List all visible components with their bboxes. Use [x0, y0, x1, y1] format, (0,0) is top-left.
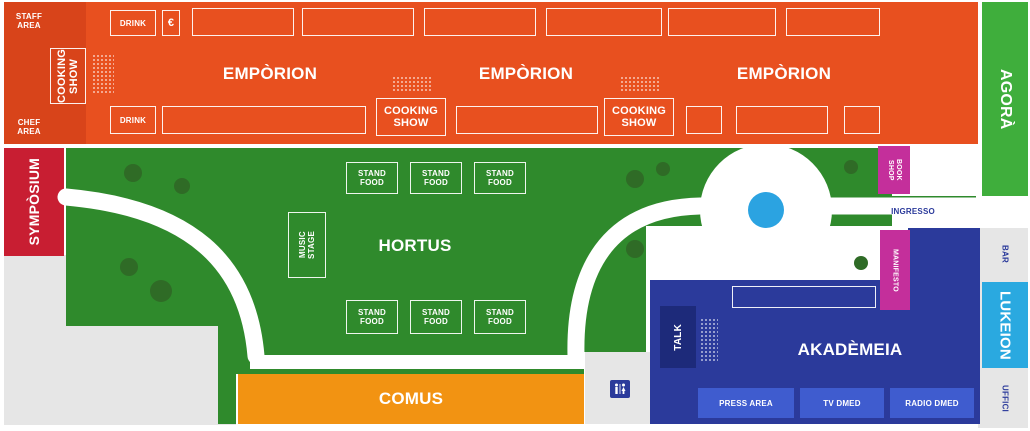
- agora-label: AGORÀ: [997, 68, 1014, 130]
- book-shop-label: BOOK SHOP: [887, 159, 902, 181]
- stand-food-label: STAND FOOD: [358, 308, 386, 326]
- stand-food-label: STAND FOOD: [486, 308, 514, 326]
- restroom-icon[interactable]: [610, 380, 630, 398]
- cooking-show-stage[interactable]: COOKING SHOW: [604, 98, 674, 136]
- tree-icon: [844, 160, 858, 174]
- restroom-icon-glyph: [615, 383, 626, 394]
- lukeion-area[interactable]: LUKEION: [982, 282, 1028, 368]
- emporion-title: EMPÒRION: [736, 64, 832, 83]
- staff-chef-strip: [4, 2, 86, 144]
- tree-icon: [626, 240, 644, 258]
- fountain: [748, 192, 784, 228]
- seating-dots: [700, 318, 718, 362]
- manifesto-label: MANIFESTO: [891, 248, 899, 292]
- seating-dots: [92, 54, 114, 94]
- emporion-title: EMPÒRION: [478, 64, 574, 83]
- cooking-show-vertical[interactable]: COOKING SHOW: [50, 48, 86, 104]
- tree-icon: [854, 256, 868, 270]
- akademeia-label: AKADÈMEIA: [797, 340, 903, 359]
- cooking-show-label: COOKING SHOW: [612, 105, 666, 129]
- akademeia-top: [908, 228, 980, 284]
- drink-stall-top[interactable]: DRINK: [110, 10, 156, 36]
- press-area-button[interactable]: PRESS AREA: [698, 388, 794, 418]
- stall[interactable]: [686, 106, 722, 134]
- seating-dots: [620, 76, 660, 92]
- stall[interactable]: [456, 106, 598, 134]
- drink-stall-bottom[interactable]: DRINK: [110, 106, 156, 134]
- bar-area[interactable]: BAR: [982, 232, 1028, 276]
- stand-food[interactable]: STAND FOOD: [346, 162, 398, 194]
- talk-label: TALK: [672, 323, 684, 351]
- akademeia-screen[interactable]: [732, 286, 876, 308]
- stand-food[interactable]: STAND FOOD: [474, 300, 526, 334]
- seating-dots: [392, 76, 432, 92]
- drink-label: DRINK: [119, 18, 147, 28]
- euro-icon: €: [167, 17, 175, 29]
- stall[interactable]: [162, 106, 366, 134]
- tree-icon: [120, 258, 138, 276]
- music-stage-label: MUSIC STAGE: [298, 231, 316, 259]
- hortus-label: HORTUS: [378, 236, 452, 255]
- radio-dmed-label: RADIO DMED: [905, 398, 959, 408]
- chef-area-label: CHEF AREA: [17, 118, 41, 136]
- uffici-label: UFFICI: [1000, 384, 1010, 412]
- stall[interactable]: [424, 8, 536, 36]
- bar-label: BAR: [1000, 245, 1010, 263]
- stall[interactable]: [668, 8, 776, 36]
- tv-dmed-button[interactable]: TV DMED: [800, 388, 884, 418]
- stall[interactable]: [302, 8, 414, 36]
- emporion-area: [4, 2, 978, 144]
- path-road-right: [567, 197, 987, 365]
- tree-icon: [656, 162, 670, 176]
- stand-food-label: STAND FOOD: [486, 169, 514, 187]
- symposium-area[interactable]: SYMPÒSIUM: [4, 148, 64, 256]
- radio-dmed-button[interactable]: RADIO DMED: [890, 388, 974, 418]
- stand-food-label: STAND FOOD: [422, 169, 450, 187]
- stall[interactable]: [786, 8, 880, 36]
- book-shop[interactable]: BOOK SHOP: [878, 146, 910, 194]
- stand-food[interactable]: STAND FOOD: [410, 300, 462, 334]
- talk-stage[interactable]: TALK: [660, 306, 696, 368]
- stand-food[interactable]: STAND FOOD: [474, 162, 526, 194]
- tree-icon: [174, 178, 190, 194]
- euro-stall[interactable]: €: [162, 10, 180, 36]
- staff-area-label: STAFF AREA: [15, 12, 43, 30]
- drink-label: DRINK: [119, 115, 147, 125]
- music-stage[interactable]: MUSIC STAGE: [288, 212, 326, 278]
- lukeion-label: LUKEION: [996, 290, 1014, 360]
- path-road-left: [57, 188, 265, 365]
- cooking-show-stage[interactable]: COOKING SHOW: [376, 98, 446, 136]
- stand-food[interactable]: STAND FOOD: [410, 162, 462, 194]
- stall[interactable]: [546, 8, 662, 36]
- stand-food-label: STAND FOOD: [422, 308, 450, 326]
- tree-icon: [124, 164, 142, 182]
- press-area-label: PRESS AREA: [719, 398, 773, 408]
- stand-food[interactable]: STAND FOOD: [346, 300, 398, 334]
- tv-dmed-label: TV DMED: [823, 398, 861, 408]
- stall[interactable]: [736, 106, 828, 134]
- stand-food-label: STAND FOOD: [358, 169, 386, 187]
- manifesto[interactable]: MANIFESTO: [880, 230, 910, 310]
- stall[interactable]: [844, 106, 880, 134]
- comus-label: COMUS: [378, 389, 444, 408]
- ingresso-label: INGRESSO: [891, 207, 935, 216]
- tree-icon: [626, 170, 644, 188]
- stall[interactable]: [192, 8, 294, 36]
- tree-icon: [150, 280, 172, 302]
- agora-area[interactable]: AGORÀ: [982, 2, 1028, 196]
- uffici-area[interactable]: UFFICI: [982, 372, 1028, 424]
- cooking-show-label: COOKING SHOW: [384, 105, 438, 129]
- comus-area[interactable]: COMUS: [238, 374, 584, 424]
- emporion-title: EMPÒRION: [222, 64, 318, 83]
